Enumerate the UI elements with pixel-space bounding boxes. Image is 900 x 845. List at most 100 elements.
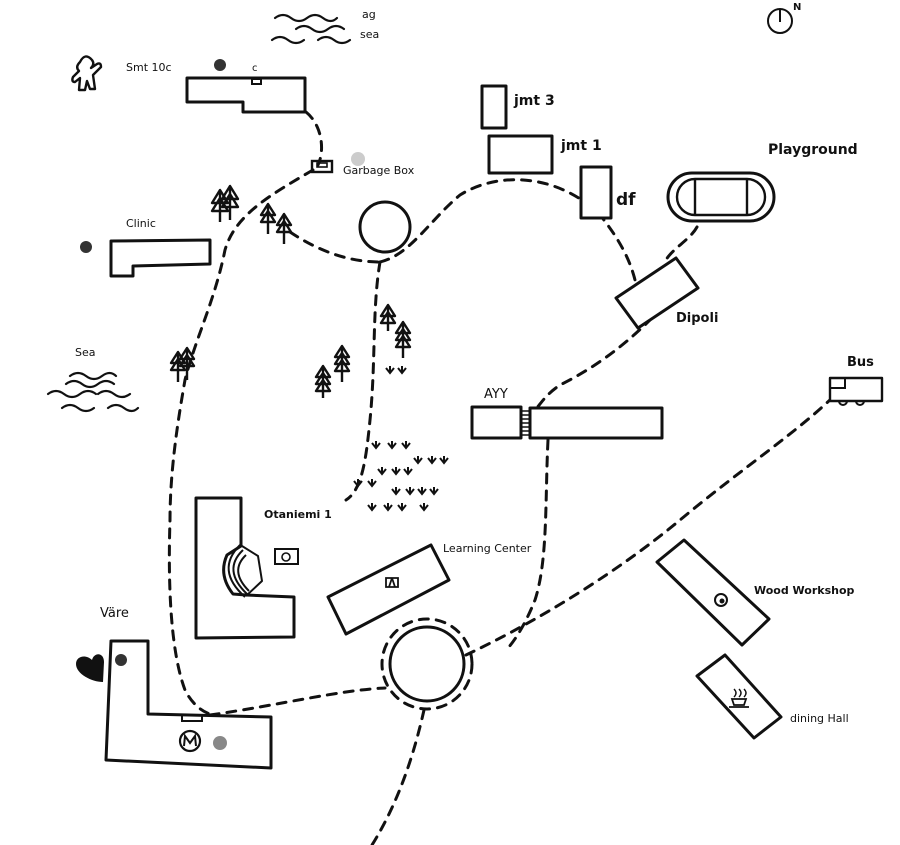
marker-smt-dark: [214, 59, 226, 71]
path-trees-to-circle: [288, 230, 382, 264]
sea-waves-top-icon: [270, 13, 352, 45]
book-icon: [385, 577, 399, 588]
tree-icon: [333, 344, 351, 382]
central-circle-pond: [358, 200, 412, 254]
label-dipoli: Dipoli: [676, 311, 719, 326]
label-ag: ag: [362, 8, 376, 21]
tree-icon: [259, 202, 277, 234]
building-wood-workshop: [655, 538, 771, 647]
path-playground-dipoli: [663, 225, 699, 264]
roundabout: [388, 625, 466, 703]
path-garbage-to-vare: [167, 168, 315, 717]
sprout-icon: [413, 456, 423, 465]
garbage-box-icon: [310, 159, 334, 174]
sprout-icon: [377, 467, 387, 476]
path-circle-south: [344, 260, 382, 502]
coffee-cup-icon: [729, 688, 749, 708]
label-clinic: Clinic: [126, 217, 156, 230]
building-df: [579, 165, 613, 220]
building-learning-center: [326, 543, 451, 636]
label-c: c: [252, 63, 258, 74]
sprout-icon: [385, 366, 395, 375]
sprout-icon: [367, 479, 377, 488]
tree-icon: [178, 346, 196, 380]
compass-icon: [767, 8, 793, 34]
label-jmt-3: jmt 3: [514, 93, 555, 109]
vare-entrance: [181, 714, 203, 722]
label-playground: Playground: [768, 142, 858, 158]
building-otaniemi-1: [194, 496, 296, 640]
building-smt-10c: [185, 76, 307, 114]
roundabout-dashed-ring: [380, 617, 474, 711]
path-roundabout-south: [370, 708, 426, 845]
path-circle-to-df: [378, 178, 637, 282]
bus-icon: [828, 376, 884, 406]
path-vare-to-roundabout: [208, 686, 387, 717]
marker-garbage-light: [351, 152, 365, 166]
marker-clinic-dark: [80, 241, 92, 253]
sprout-icon: [371, 441, 381, 450]
tree-icon: [394, 320, 412, 358]
ayy-bridge-stairs: [521, 410, 530, 436]
label-learning-center: Learning Center: [443, 542, 532, 555]
sprout-icon: [397, 503, 407, 512]
compass-north-label: N: [793, 2, 802, 13]
label-smt-10c: Smt 10c: [126, 61, 172, 74]
tree-icon: [379, 303, 397, 331]
sprout-icon: [429, 487, 439, 496]
sprout-icon: [405, 487, 415, 496]
sprout-icon: [439, 456, 449, 465]
sprout-icon: [417, 487, 427, 496]
saw-blade-icon: [714, 593, 728, 607]
path-dipoli-to-ayy: [533, 316, 654, 412]
label-vare: Väre: [100, 606, 129, 621]
sprouts-field: [353, 441, 449, 512]
label-jmt-1: jmt 1: [561, 138, 602, 154]
building-ayy: [470, 405, 523, 440]
sprout-icon: [383, 503, 393, 512]
label-df: df: [616, 190, 636, 210]
building-jmt-1: [487, 134, 554, 175]
label-ayy: AYY: [484, 387, 508, 402]
building-dipoli: [614, 256, 700, 330]
path-ayy-to-roundabout: [506, 438, 550, 650]
tree-icon: [314, 364, 332, 398]
sprout-icon: [391, 487, 401, 496]
sprout-icon: [401, 441, 411, 450]
label-sea-left: Sea: [75, 346, 96, 359]
sprout-icon: [397, 366, 407, 375]
path-roundabout-to-bus: [464, 393, 837, 657]
label-wood-workshop: Wood Workshop: [754, 584, 855, 597]
heart-icon: [76, 654, 104, 682]
sea-waves-left-icon: [46, 371, 140, 413]
path-smt-to-garbage: [304, 110, 323, 167]
label-dining-hall: dining Hall: [790, 712, 849, 725]
sprout-icon: [387, 441, 397, 450]
building-jmt-3: [480, 84, 508, 130]
camera-icon: [274, 548, 299, 565]
trees: [169, 184, 412, 398]
building-vare: [104, 639, 273, 770]
tree-icon: [220, 184, 240, 220]
metro-icon: [178, 729, 202, 753]
playground-track: [666, 171, 776, 223]
paths: [167, 110, 837, 845]
grass-sprouts: [385, 366, 407, 375]
door-c: [251, 78, 262, 85]
sprout-icon: [403, 467, 413, 476]
label-bus: Bus: [847, 355, 874, 370]
sprout-icon: [391, 467, 401, 476]
sprout-icon: [427, 456, 437, 465]
label-otaniemi-1: Otaniemi 1: [264, 508, 332, 521]
building-clinic: [109, 238, 212, 278]
label-garbage-box: Garbage Box: [343, 164, 415, 177]
person-icon: [71, 55, 103, 92]
sprout-icon: [419, 503, 429, 512]
building-ayy-annex: [528, 406, 664, 440]
sprout-icon: [367, 503, 377, 512]
sprout-icon: [353, 479, 363, 488]
marker-vare-dark: [115, 654, 127, 666]
label-sea-top: sea: [360, 28, 380, 41]
tree-icon: [275, 212, 293, 244]
